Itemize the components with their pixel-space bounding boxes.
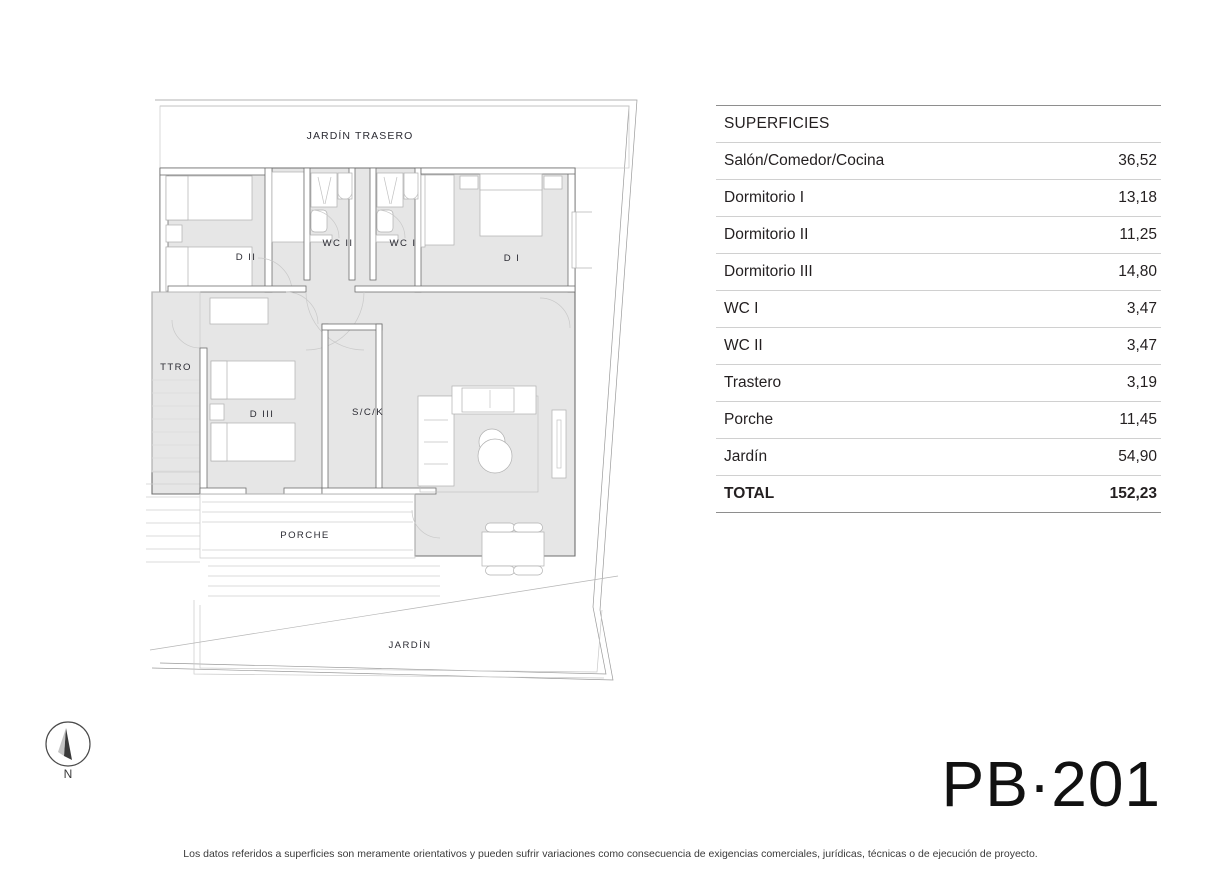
surface-label: Dormitorio I (716, 179, 1046, 217)
chair (513, 522, 543, 533)
surface-value: 11,45 (1045, 401, 1161, 439)
label-dormitorio-1: D I (504, 253, 520, 264)
surface-label: WC I (716, 290, 1046, 328)
label-wc-2: WC II (323, 238, 354, 249)
toilet-wc2 (310, 209, 328, 233)
surface-label: Salón/Comedor/Cocina (716, 142, 1046, 180)
door-swing-porche (411, 509, 441, 539)
sink-wc2 (337, 172, 353, 200)
compass-rose: N (38, 716, 102, 790)
surfaces-title-value (1045, 105, 1161, 143)
wardrobe-d3 (209, 297, 269, 325)
surface-value: 36,52 (1045, 142, 1161, 180)
chair (485, 565, 515, 576)
shower-wc1 (376, 172, 404, 208)
surface-value: 13,18 (1045, 179, 1161, 217)
label-porche: PORCHE (280, 530, 329, 541)
label-dormitorio-3: D III (250, 409, 275, 420)
floor-plan: JARDÍN TRASERO D II (0, 80, 700, 720)
wardrobe-d1 (423, 174, 455, 246)
surface-value: 54,90 (1045, 438, 1161, 476)
surface-label: Jardín (716, 438, 1046, 476)
door-swing-terrace (539, 297, 571, 329)
room-dormitorio-1: D I (420, 167, 592, 293)
corridor-walls (167, 285, 576, 351)
door-swing-wc1 (376, 209, 406, 239)
nightstand (165, 224, 183, 243)
chair (513, 565, 543, 576)
stair-hatch (152, 379, 200, 472)
nightstand-right (543, 175, 563, 190)
shower-wc2 (310, 172, 338, 208)
label-salon: S/C/K (352, 407, 384, 418)
dining-table (481, 531, 545, 567)
room-wc-2: WC II (303, 167, 356, 281)
surface-value: 3,47 (1045, 327, 1161, 365)
tv-unit (551, 409, 567, 479)
door-swing-trastero (171, 319, 201, 349)
compass-circle (45, 721, 91, 767)
door-swing-d3 (285, 291, 319, 325)
door-swing-wc2 (310, 209, 340, 239)
sink-wc1 (403, 172, 419, 200)
terrace-hatch-left (146, 483, 200, 563)
room-dormitorio-3: D III (199, 291, 323, 495)
label-dormitorio-2: D II (236, 252, 257, 263)
compass-needle-shadow-icon (58, 728, 66, 756)
kitchen-counter (417, 395, 455, 487)
surface-label: Trastero (716, 364, 1046, 402)
surface-value: 14,80 (1045, 253, 1161, 291)
chair (485, 522, 515, 533)
surface-label: Dormitorio II (716, 216, 1046, 254)
room-salon-comedor-cocina: S/C/K (321, 297, 571, 576)
floor-plan-drawing: JARDÍN TRASERO D II (146, 99, 638, 681)
surface-value: 11,25 (1045, 216, 1161, 254)
label-jardin: JARDÍN (388, 640, 431, 651)
surface-label: Porche (716, 401, 1046, 439)
total-label: TOTAL (716, 475, 1046, 513)
table-header-row: SUPERFICIES (716, 105, 1161, 143)
label-jardin-trasero: JARDÍN TRASERO (307, 129, 414, 142)
surface-value: 3,19 (1045, 364, 1161, 402)
area-jardin: JARDÍN (149, 575, 619, 679)
surface-value: 3,47 (1045, 290, 1161, 328)
sofa (461, 387, 515, 413)
wardrobe (271, 171, 305, 243)
porche-hatch-lower (208, 565, 440, 597)
total-value: 152,23 (1045, 475, 1161, 513)
nightstand-left (459, 175, 479, 190)
compass-north-letter: N (64, 767, 73, 781)
surfaces-title: SUPERFICIES (716, 105, 1046, 143)
label-trastero: TTRO (160, 362, 192, 373)
surface-label: Dormitorio III (716, 253, 1046, 291)
compass-needle-icon (64, 728, 72, 760)
porche-hatch (202, 501, 413, 551)
rear-garden-area: JARDÍN TRASERO (159, 105, 630, 169)
disclaimer-text: Los datos referidos a superficies son me… (183, 848, 1038, 860)
area-porche: PORCHE (199, 493, 440, 597)
surface-label: WC II (716, 327, 1046, 365)
room-wc-1: WC I (369, 167, 422, 293)
room-dormitorio-2: D II (159, 167, 305, 293)
nightstand-d3 (209, 403, 225, 421)
toilet-wc1 (376, 209, 394, 233)
plan-code: PB·201 (941, 748, 1161, 820)
label-wc-1: WC I (390, 238, 417, 249)
